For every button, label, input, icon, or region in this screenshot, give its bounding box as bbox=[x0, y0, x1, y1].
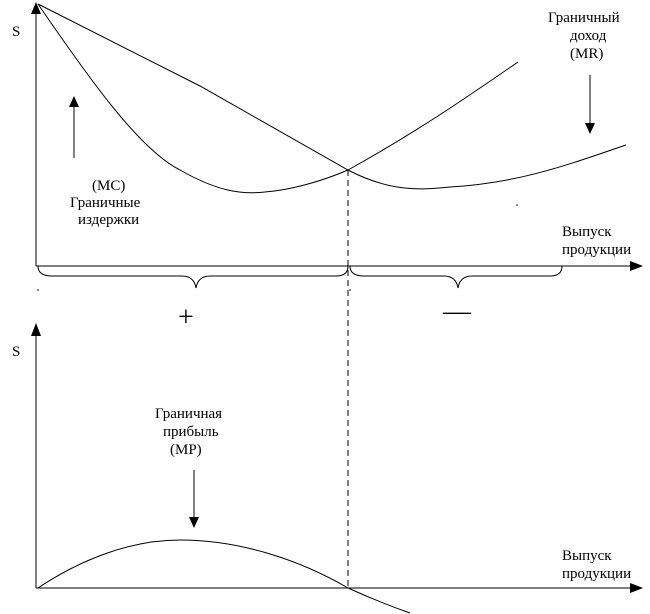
bottom-x-axis-arrowhead bbox=[630, 583, 643, 593]
top-x-axis-label-line2: продукции bbox=[562, 242, 631, 258]
bottom-x-axis-label-line2: продукции bbox=[562, 566, 631, 582]
mp-label-line2: прибыль bbox=[163, 424, 219, 440]
bottom-x-axis-label-line1: Выпуск bbox=[562, 548, 612, 564]
positive-region-sign: + bbox=[178, 302, 194, 333]
mc-label-line3: издержки bbox=[78, 212, 139, 228]
top-y-axis-arrowhead bbox=[31, 2, 41, 14]
mr-label-line2: доход bbox=[570, 28, 607, 44]
mp-label-line3: (MP) bbox=[170, 442, 202, 458]
mc-label-line2: Граничные bbox=[70, 195, 141, 211]
dot-mark bbox=[516, 204, 518, 206]
mp-pointer-arrowhead bbox=[189, 517, 199, 528]
mp-label-line1: Граничная bbox=[155, 406, 222, 422]
mc-curve bbox=[37, 3, 519, 194]
right-brace bbox=[349, 265, 563, 289]
mc-label-line1: (MC) bbox=[92, 178, 125, 194]
mr-label-line1: Граничный bbox=[548, 10, 620, 26]
top-x-axis-arrowhead bbox=[630, 261, 643, 271]
left-brace bbox=[37, 265, 349, 289]
mp-curve bbox=[37, 539, 411, 614]
top-chart: S Выпуск продукции Граничный доход (MR) … bbox=[12, 2, 643, 291]
mr-curve bbox=[37, 3, 627, 190]
mc-pointer-arrowhead bbox=[69, 96, 79, 107]
profit-region-braces: + — bbox=[37, 265, 563, 333]
dot-mark bbox=[37, 289, 39, 291]
dot-mark bbox=[349, 289, 351, 291]
bottom-chart: S Выпуск продукции Граничная прибыль (MP… bbox=[12, 323, 643, 614]
negative-region-sign: — bbox=[442, 296, 472, 327]
bottom-y-axis-arrowhead bbox=[31, 323, 41, 336]
top-y-axis-label: S bbox=[12, 24, 20, 40]
mr-pointer-arrowhead bbox=[585, 123, 595, 134]
top-x-axis-label-line1: Выпуск bbox=[562, 224, 612, 240]
mr-label-line3: (MR) bbox=[570, 46, 603, 62]
bottom-y-axis-label: S bbox=[12, 344, 20, 360]
